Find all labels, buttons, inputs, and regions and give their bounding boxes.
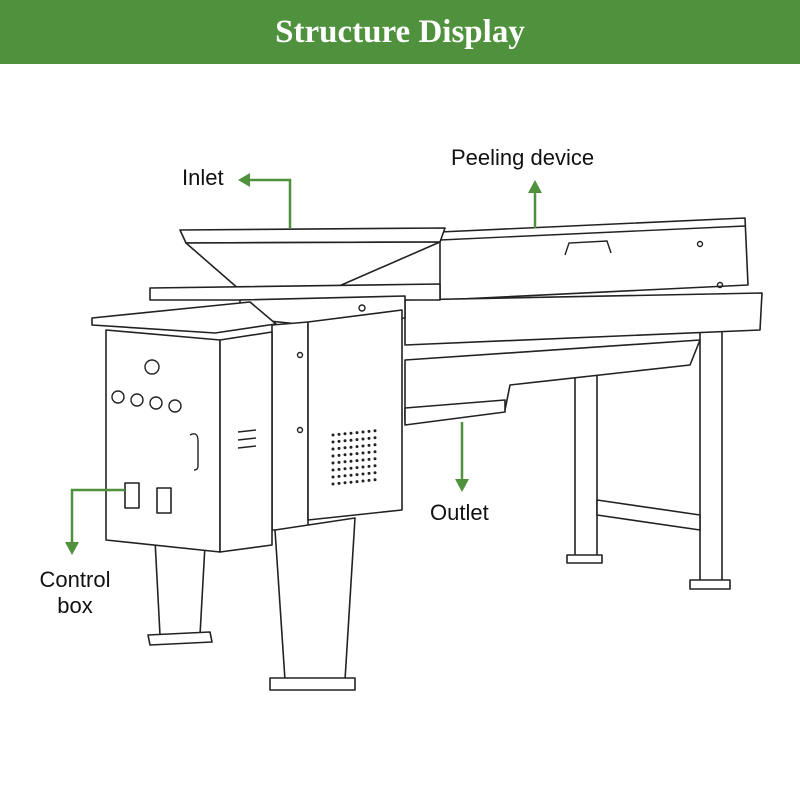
vent-hole bbox=[367, 429, 371, 433]
vent-hole bbox=[367, 464, 371, 468]
vent-hole bbox=[373, 464, 377, 468]
vent-hole bbox=[343, 446, 347, 450]
vent-hole bbox=[367, 478, 371, 482]
vent-hole bbox=[355, 459, 359, 463]
vent-hole bbox=[355, 431, 359, 435]
vent-hole bbox=[331, 461, 335, 465]
vent-hole bbox=[361, 472, 365, 476]
center-leg bbox=[269, 517, 356, 691]
vent-hole bbox=[337, 460, 341, 464]
vent-hole bbox=[361, 444, 365, 448]
vent-hole bbox=[373, 443, 377, 447]
vent-hole bbox=[343, 467, 347, 471]
vent-hole bbox=[337, 474, 341, 478]
vent-hole bbox=[343, 432, 347, 436]
vent-hole bbox=[349, 438, 353, 442]
outlet-label: Outlet bbox=[430, 500, 489, 525]
vent-hole bbox=[361, 465, 365, 469]
peeling-device-label: Peeling device bbox=[451, 145, 595, 170]
vent-hole bbox=[331, 447, 335, 451]
arrows bbox=[65, 173, 542, 555]
vent-hole bbox=[361, 479, 365, 483]
inlet-hopper bbox=[149, 227, 446, 301]
vent-hole bbox=[373, 429, 377, 433]
vent-hole bbox=[343, 460, 347, 464]
vent-hole bbox=[361, 458, 365, 462]
vent-hole bbox=[373, 436, 377, 440]
vent-hole bbox=[349, 452, 353, 456]
vent-hole bbox=[355, 438, 359, 442]
vent-hole bbox=[367, 457, 371, 461]
vent-hole bbox=[367, 436, 371, 440]
vent-hole bbox=[337, 453, 341, 457]
vent-hole bbox=[331, 454, 335, 458]
vent-hole bbox=[337, 467, 341, 471]
vent-hole bbox=[337, 432, 341, 436]
vent-hole bbox=[349, 466, 353, 470]
vent-hole bbox=[361, 430, 365, 434]
vent-hole bbox=[343, 439, 347, 443]
vent-hole bbox=[373, 457, 377, 461]
vent-hole bbox=[337, 439, 341, 443]
vent-hole bbox=[349, 431, 353, 435]
vent-hole bbox=[355, 466, 359, 470]
control-box-label-line1: Control bbox=[39, 567, 111, 592]
vent-hole bbox=[331, 440, 335, 444]
control-box-label: Control box bbox=[33, 567, 117, 619]
vent-hole bbox=[331, 475, 335, 479]
vent-hole bbox=[331, 482, 335, 486]
peeling-device bbox=[404, 217, 763, 346]
vent-hole bbox=[361, 451, 365, 455]
vent-hole bbox=[337, 481, 341, 485]
vent-hole bbox=[355, 452, 359, 456]
outlet-chute bbox=[404, 339, 701, 426]
inlet-label: Inlet bbox=[182, 165, 224, 190]
motor-housing bbox=[239, 295, 406, 531]
vent-hole bbox=[367, 443, 371, 447]
vent-hole bbox=[361, 437, 365, 441]
control-box-label-line2: box bbox=[57, 593, 93, 618]
vent-hole bbox=[343, 481, 347, 485]
vent-hole bbox=[349, 473, 353, 477]
vent-hole bbox=[373, 478, 377, 482]
vent-hole bbox=[343, 474, 347, 478]
vent-hole bbox=[355, 473, 359, 477]
vent-hole bbox=[373, 450, 377, 454]
vent-hole bbox=[349, 459, 353, 463]
vent-hole bbox=[349, 445, 353, 449]
vent-hole bbox=[355, 480, 359, 484]
vent-hole bbox=[367, 471, 371, 475]
vent-hole bbox=[337, 446, 341, 450]
vent-hole bbox=[367, 450, 371, 454]
vent-hole bbox=[355, 445, 359, 449]
vent-hole bbox=[331, 468, 335, 472]
vent-hole bbox=[373, 471, 377, 475]
right-legs bbox=[566, 324, 731, 590]
page-title: Structure Display bbox=[275, 13, 525, 50]
control-box bbox=[91, 301, 277, 646]
vent-hole bbox=[349, 480, 353, 484]
vent-hole bbox=[343, 453, 347, 457]
vent-hole bbox=[331, 433, 335, 437]
header-banner: Structure Display bbox=[0, 0, 800, 64]
